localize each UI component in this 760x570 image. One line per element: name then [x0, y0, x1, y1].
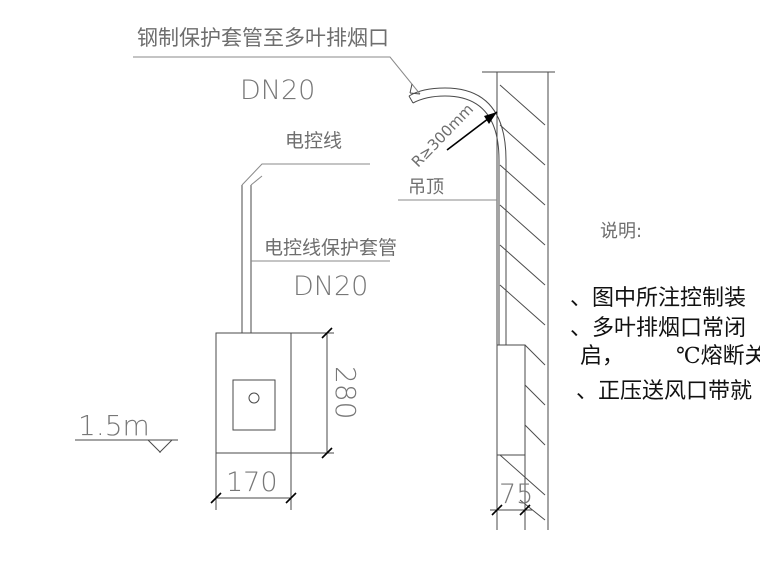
wall-hatching [499, 84, 546, 521]
height-marker [75, 439, 178, 453]
ceiling-label: 吊顶 [408, 177, 444, 198]
wall [482, 71, 555, 530]
dim-280-label: 280 [329, 366, 362, 419]
manual-control-box [215, 332, 292, 454]
note-line-3a: 启， [580, 344, 624, 369]
dim-75 [490, 455, 532, 530]
steel-sleeve-pipe [408, 87, 507, 345]
wall-control-box [496, 344, 526, 456]
note-line-1: 、图中所注控制装 [570, 286, 746, 311]
wire-sleeve-label: 电控线保护套管 [264, 237, 397, 259]
dim-170 [210, 453, 297, 510]
notes-heading: 说明: [600, 221, 642, 242]
note-line-4: 、正压送风口带就 [576, 379, 752, 404]
dim-75-label: 75 [499, 479, 533, 510]
notes: 说明: 、图中所注控制装 、多叶排烟口常闭 启， ℃熔断关 、正压送风口带就 [570, 221, 760, 404]
leader-lines [133, 56, 498, 201]
height-label: 1.5m [78, 409, 150, 442]
radius-arrowhead [484, 112, 497, 124]
dim-280 [291, 327, 334, 459]
dim-170-label: 170 [226, 467, 278, 498]
steel-sleeve-size: DN20 [240, 75, 315, 106]
note-line-2: 、多叶排烟口常闭 [570, 316, 746, 341]
steel-sleeve-label: 钢制保护套管至多叶排烟口 [137, 26, 389, 50]
wire-sleeve-size: DN20 [293, 271, 368, 302]
note-line-3b: ℃熔断关 [676, 344, 760, 369]
control-wire-label: 电控线 [285, 130, 342, 152]
control-wire [241, 163, 390, 333]
